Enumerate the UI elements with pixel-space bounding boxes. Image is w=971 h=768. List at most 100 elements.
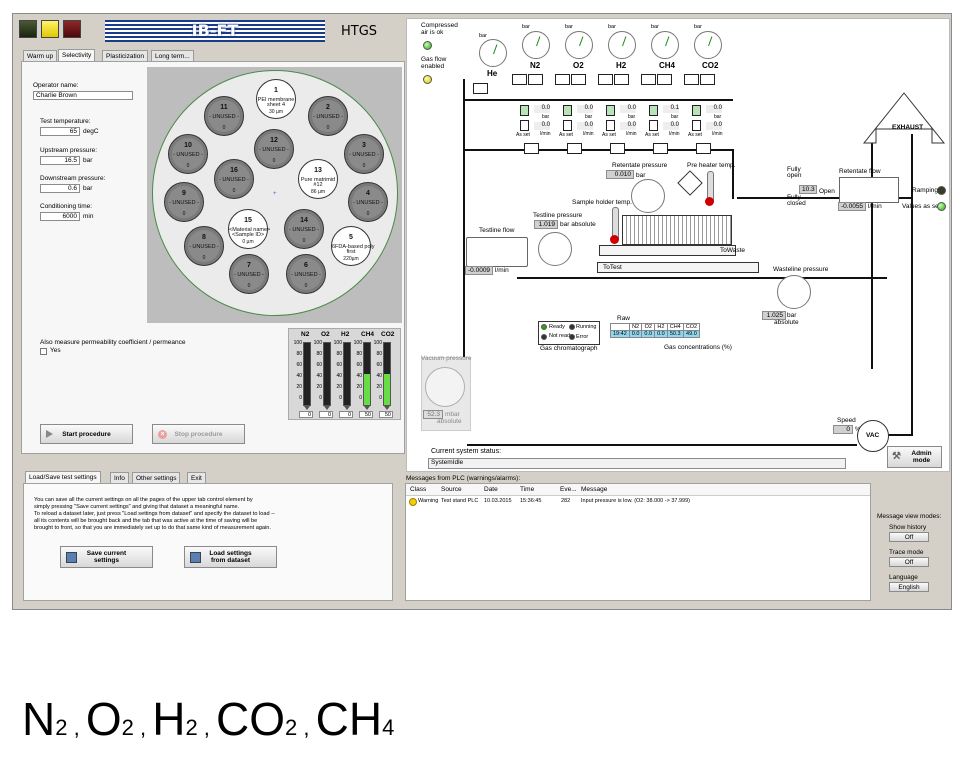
tab-selectivity[interactable]: Selectivity	[58, 49, 96, 61]
gas-bar-value-3[interactable]: 50	[359, 411, 373, 418]
tab-long-term[interactable]: Long term...	[151, 50, 194, 61]
gc-running-label: Running	[576, 324, 597, 330]
gas-valve-H2[interactable]	[598, 74, 613, 85]
manifold-valve-O2[interactable]	[567, 143, 582, 154]
gas-bar-tick: 100	[313, 340, 322, 346]
gas-bar-value-1[interactable]: 0	[319, 411, 333, 418]
tab-plasticization[interactable]: Plasticization	[102, 50, 148, 61]
mfc-valve-b-H2[interactable]	[606, 120, 615, 131]
color-button-yellow[interactable]	[41, 20, 59, 38]
gas-bar-tick: 80	[376, 351, 382, 357]
gas-valve-2-CO2[interactable]	[700, 74, 715, 85]
sample-slot-4[interactable]: 4- UNUSED -0	[348, 182, 388, 222]
row-source: Test stand PLC	[441, 498, 479, 504]
gas-gauge-unit: bar	[565, 24, 573, 30]
gas-valve-CO2[interactable]	[684, 74, 699, 85]
mfc-valve-b-CO2[interactable]	[692, 120, 701, 131]
gas-bar-slider-1[interactable]	[324, 406, 330, 410]
sample-slot-9[interactable]: 9- UNUSED -0	[164, 182, 204, 222]
gas-bar-value-0[interactable]: 0	[299, 411, 313, 418]
tab-exit[interactable]: Exit	[187, 472, 206, 483]
admin-mode-button[interactable]: ⚒ Admin mode	[887, 446, 942, 468]
test-temperature-input[interactable]: 65	[40, 127, 80, 136]
manifold-valve-H2[interactable]	[610, 143, 625, 154]
mfc-valve-O2[interactable]	[563, 105, 572, 116]
slot-inner	[288, 213, 320, 245]
color-button-dark[interactable]	[19, 20, 37, 38]
gas-bar-value-2[interactable]: 0	[339, 411, 353, 418]
conc-header-3: CH4	[666, 323, 684, 331]
yes-checkbox[interactable]	[40, 348, 47, 355]
slot-inner	[232, 213, 264, 245]
mfc-valve-H2[interactable]	[606, 105, 615, 116]
testline-pressure-label: Testline pressure	[533, 212, 583, 219]
gas-valve-2-H2[interactable]	[614, 74, 629, 85]
manifold-valve-N2[interactable]	[524, 143, 539, 154]
show-history-toggle[interactable]: Off	[889, 532, 929, 542]
mfc-flow-CO2: 0.0	[706, 122, 722, 130]
sample-slot-16[interactable]: 16- UNUSED -0	[214, 159, 254, 199]
sample-slot-11[interactable]: 11- UNUSED -0	[204, 96, 244, 136]
load-settings-button[interactable]: Load settings from dataset	[184, 546, 277, 568]
downstream-pressure-input[interactable]: 0.6	[40, 184, 80, 193]
gas-valve-2-N2[interactable]	[528, 74, 543, 85]
mfc-valve-b-O2[interactable]	[563, 120, 572, 131]
testline-pressure-unit: bar absolute	[560, 221, 596, 228]
tab-warm-up[interactable]: Warm up	[23, 50, 58, 61]
row-class: Warning	[418, 498, 439, 504]
gas-bar-slider-3[interactable]	[364, 406, 370, 410]
stop-procedure-button[interactable]: × Stop procedure	[152, 424, 245, 444]
table-row[interactable]: Warning Test stand PLC 10.03.2015 15:36:…	[406, 497, 870, 507]
start-procedure-button[interactable]: Start procedure	[40, 424, 133, 444]
slot-material: - UNUSED -	[234, 272, 264, 278]
sample-slot-15[interactable]: 15<Material name><Sample ID>0 µm	[228, 209, 270, 249]
mfc-valve-b-CH4[interactable]	[649, 120, 658, 131]
gas-valve-O2[interactable]	[555, 74, 570, 85]
gas-valve-N2[interactable]	[512, 74, 527, 85]
tab-info[interactable]: Info	[110, 472, 129, 483]
sample-slot-6[interactable]: 6- UNUSED -0	[286, 254, 326, 294]
trace-mode-toggle[interactable]: Off	[889, 557, 929, 567]
slot-inner	[188, 230, 220, 262]
manifold-valve-CO2[interactable]	[696, 143, 711, 154]
gas-bar-slider-2[interactable]	[344, 406, 350, 410]
sample-slot-10[interactable]: 10- UNUSED -0	[168, 134, 208, 174]
tab-other-settings[interactable]: Other settings	[132, 472, 181, 483]
gas-bar-value-4[interactable]: 50	[379, 411, 393, 418]
gas-valve-2-CH4[interactable]	[657, 74, 672, 85]
operator-name-input[interactable]: Charlie Brown	[33, 91, 133, 100]
load-save-text-2: simply pressing "Save current settings" …	[34, 504, 240, 510]
sample-slot-12[interactable]: 12- UNUSED -0	[254, 129, 294, 169]
gas-bar-tick: 40	[296, 373, 302, 379]
gas-valve-He[interactable]	[473, 83, 488, 94]
sample-slot-3[interactable]: 3- UNUSED -0	[344, 134, 384, 174]
trace-mode-label: Trace mode	[889, 549, 924, 556]
mfc-valve-N2[interactable]	[520, 105, 529, 116]
mfc-valve-CH4[interactable]	[649, 105, 658, 116]
sample-slot-14[interactable]: 14- UNUSED -0	[284, 209, 324, 249]
gas-bar-tick: 80	[296, 351, 302, 357]
color-button-red[interactable]	[63, 20, 81, 38]
conditioning-time-input[interactable]: 6000	[40, 212, 80, 221]
sample-slot-2[interactable]: 2- UNUSED -0	[308, 96, 348, 136]
col-event: Eve...	[560, 486, 577, 493]
save-current-settings-button[interactable]: Save current settings	[60, 546, 153, 568]
gas-valve-CH4[interactable]	[641, 74, 656, 85]
exhaust-label: EXHAUST	[892, 124, 924, 131]
tab-load-save[interactable]: Load/Save test settings	[25, 471, 101, 483]
gas-bar-slider-0[interactable]	[304, 406, 310, 410]
process-diagram-panel: Compressed air is ok Gas flow enabled Re…	[406, 18, 950, 472]
mfc-valve-CO2[interactable]	[692, 105, 701, 116]
gas-valve-2-O2[interactable]	[571, 74, 586, 85]
manifold-valve-CH4[interactable]	[653, 143, 668, 154]
upstream-pressure-input[interactable]: 16.5	[40, 156, 80, 165]
sample-slot-7[interactable]: 7- UNUSED -0	[229, 254, 269, 294]
language-select[interactable]: English	[889, 582, 929, 592]
mfc-valve-b-N2[interactable]	[520, 120, 529, 131]
gas-bar-slider-4[interactable]	[384, 406, 390, 410]
sample-slot-8[interactable]: 8- UNUSED -0	[184, 226, 224, 266]
